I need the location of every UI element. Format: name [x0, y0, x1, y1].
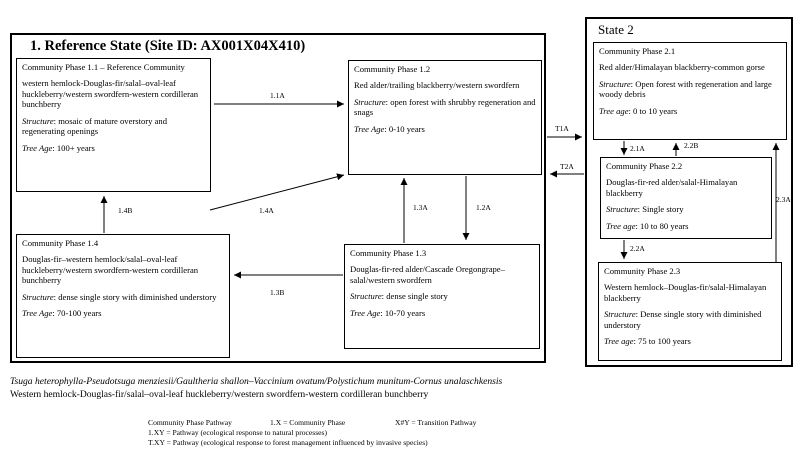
common-name: Western hemlock-Douglas-fir/salal–oval-l…	[10, 389, 429, 400]
age-label: Tree Age	[354, 123, 385, 134]
phase-2-3-structure: Structure: Dense single story with dimin…	[604, 309, 762, 330]
phase-1-3-structure: Structure: dense single story	[350, 291, 448, 302]
reference-state-frame	[10, 33, 546, 363]
structure-label: Structure	[354, 96, 386, 107]
structure-label: Structure	[599, 78, 631, 89]
phase-1-1-plant: western hemlock-Douglas-fir/salal–oval-l…	[22, 78, 199, 110]
phase-2-2-title: Community Phase 2.2	[606, 161, 683, 171]
legend-managed: T.XY = Pathway (ecological response to f…	[148, 438, 428, 447]
age-label: Tree age	[604, 336, 634, 347]
phase-2-3-age: Tree age: 75 to 100 years	[604, 336, 691, 347]
legend-transition: X#Y = Transition Pathway	[395, 418, 477, 427]
phase-2-3-plant: Western hemlock–Douglas-fir/salal-Himala…	[604, 282, 767, 303]
phase-1-3-box: Community Phase 1.3 Douglas-fir-red alde…	[344, 244, 540, 349]
age-label: Tree Age	[22, 142, 53, 153]
structure-label: Structure	[22, 291, 54, 302]
phase-2-1-title: Community Phase 2.1	[599, 46, 676, 56]
phase-2-2-age: Tree age: 10 to 80 years	[606, 220, 689, 231]
age-label: Tree Age	[350, 307, 381, 318]
phase-1-2-age: Tree Age: 0-10 years	[354, 123, 425, 134]
pathway-label-1-4b: 1.4B	[118, 206, 133, 215]
phase-1-1-age: Tree Age: 100+ years	[22, 142, 95, 153]
phase-1-4-title: Community Phase 1.4	[22, 238, 99, 248]
pathway-label-2-2b: 2.2B	[684, 141, 699, 150]
arrow-1-4a	[209, 173, 345, 211]
pathway-label-2-1a: 2.1A	[630, 144, 645, 153]
pathway-label-1-2a: 1.2A	[476, 203, 491, 212]
phase-2-3-title: Community Phase 2.3	[604, 266, 681, 276]
phase-1-4-structure: Structure: dense single story with dimin…	[22, 291, 217, 302]
legend-pathway: Community Phase Pathway	[148, 418, 232, 427]
phase-2-1-plant: Red alder/Himalayan blackberry-common go…	[599, 62, 765, 73]
age-label: Tree Age	[22, 308, 53, 319]
phase-1-4-plant: Douglas-fir–western hemlock/salal–oval-l…	[22, 254, 199, 286]
phase-1-2-plant: Red alder/trailing blackberry/western sw…	[354, 80, 520, 91]
phase-1-3-plant: Douglas-fir-red alder/Cascade Oregongrap…	[350, 264, 505, 285]
phase-1-4-box: Community Phase 1.4 Douglas-fir–western …	[16, 234, 230, 358]
pathway-label-2-2a: 2.2A	[630, 244, 645, 253]
phase-1-1-title: Community Phase 1.1 – Reference Communit…	[22, 62, 185, 72]
pathway-label-1-3a: 1.3A	[413, 203, 428, 212]
phase-1-4-age: Tree Age: 70-100 years	[22, 308, 102, 319]
state-2-frame	[585, 17, 793, 367]
scientific-name: Tsuga heterophylla-Pseudotsuga menziesii…	[10, 376, 503, 387]
reference-state-title: 1. Reference State (Site ID: AX001X04X41…	[30, 38, 306, 54]
phase-1-1-structure: Structure: mosaic of mature overstory an…	[22, 115, 168, 137]
state-2-title: State 2	[598, 22, 634, 37]
phase-2-1-structure: Structure: Open forest with regeneration…	[599, 78, 772, 100]
phase-1-2-box: Community Phase 1.2 Red alder/trailing b…	[348, 60, 542, 175]
structure-label: Structure	[604, 309, 636, 320]
phase-2-1-box: Community Phase 2.1 Red alder/Himalayan …	[593, 42, 787, 140]
phase-1-1-box: Community Phase 1.1 – Reference Communit…	[16, 58, 211, 192]
age-label: Tree age	[606, 220, 636, 231]
age-label: Tree age	[599, 105, 629, 116]
pathway-label-t2a: T2A	[560, 162, 574, 171]
phase-1-3-title: Community Phase 1.3	[350, 248, 427, 258]
phase-1-2-title: Community Phase 1.2	[354, 64, 431, 74]
phase-2-3-box: Community Phase 2.3 Western hemlock–Doug…	[598, 262, 782, 361]
pathway-label-1-3b: 1.3B	[270, 288, 285, 297]
structure-label: Structure	[350, 291, 382, 302]
pathway-label-1-4a: 1.4A	[259, 206, 274, 215]
structure-label: Structure	[22, 115, 54, 126]
phase-2-2-plant: Douglas-fir-red alder/salal-Himalayan bl…	[606, 177, 738, 198]
pathway-label-t1a: T1A	[555, 124, 569, 133]
phase-2-2-box: Community Phase 2.2 Douglas-fir-red alde…	[600, 157, 772, 239]
pathway-label-1-1a: 1.1A	[270, 91, 285, 100]
phase-1-2-structure: Structure: open forest with shrubby rege…	[354, 96, 536, 118]
phase-2-2-structure: Structure: Single story	[606, 204, 684, 215]
legend-phase: 1.X = Community Phase	[270, 418, 346, 427]
phase-2-1-age: Tree age: 0 to 10 years	[599, 105, 678, 116]
pathway-label-2-3a: 2.3A	[776, 195, 791, 204]
legend-natural: 1.XY = Pathway (ecological response to n…	[148, 428, 328, 437]
structure-label: Structure	[606, 204, 638, 215]
phase-1-3-age: Tree Age: 10-70 years	[350, 307, 426, 318]
